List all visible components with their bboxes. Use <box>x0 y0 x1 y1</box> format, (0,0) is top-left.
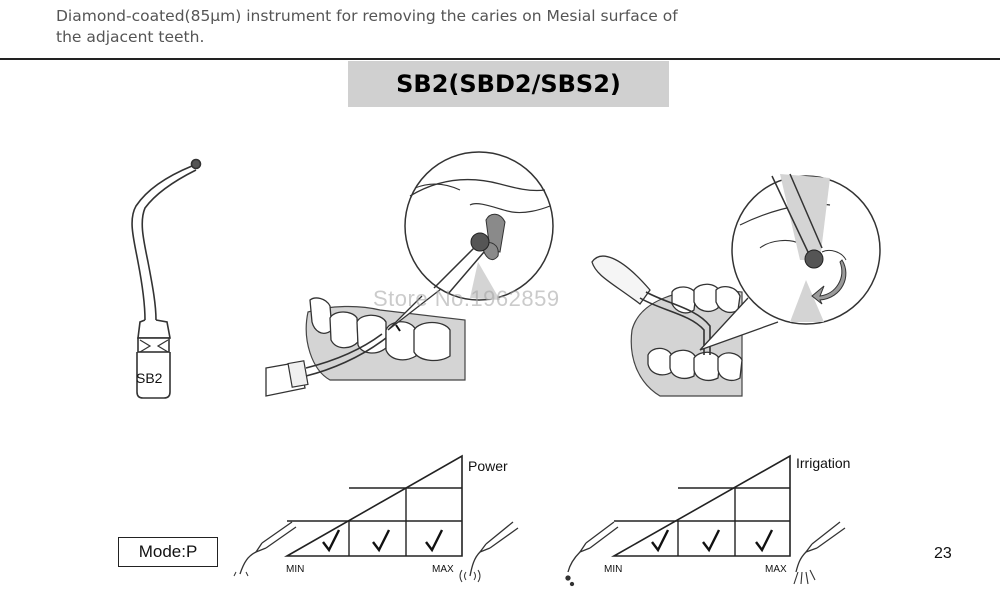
tip-label: SB2 <box>136 370 163 386</box>
power-scale <box>233 454 519 583</box>
irrigation-min-handpiece-icon <box>565 521 619 587</box>
right-jaw-illustration <box>591 173 881 397</box>
irrigation-max-handpiece-icon <box>793 521 846 585</box>
power-max-label: MAX <box>432 564 454 575</box>
store-watermark: Store No.1962859 <box>373 286 560 311</box>
power-label: Power <box>468 458 508 474</box>
scaler-tip-illustration <box>131 158 202 399</box>
instrument-description: Diamond-coated(85μm) instrument for remo… <box>56 7 678 46</box>
instrument-title: SB2(SBD2/SBS2) <box>348 61 669 107</box>
page-number: 23 <box>934 545 952 562</box>
irrigation-scale <box>565 454 846 587</box>
irrigation-label: Irrigation <box>796 455 851 471</box>
power-max-handpiece-icon <box>459 521 519 583</box>
power-min-label: MIN <box>286 564 305 575</box>
irrigation-checkmark-icons <box>651 529 774 553</box>
header-divider <box>0 58 1000 60</box>
irrigation-max-label: MAX <box>765 564 787 575</box>
power-min-handpiece-icon <box>233 521 297 577</box>
left-jaw-illustration <box>265 151 554 397</box>
irrigation-min-label: MIN <box>604 564 623 575</box>
mode-indicator: Mode:P <box>118 537 218 567</box>
power-checkmark-icons <box>322 529 444 553</box>
